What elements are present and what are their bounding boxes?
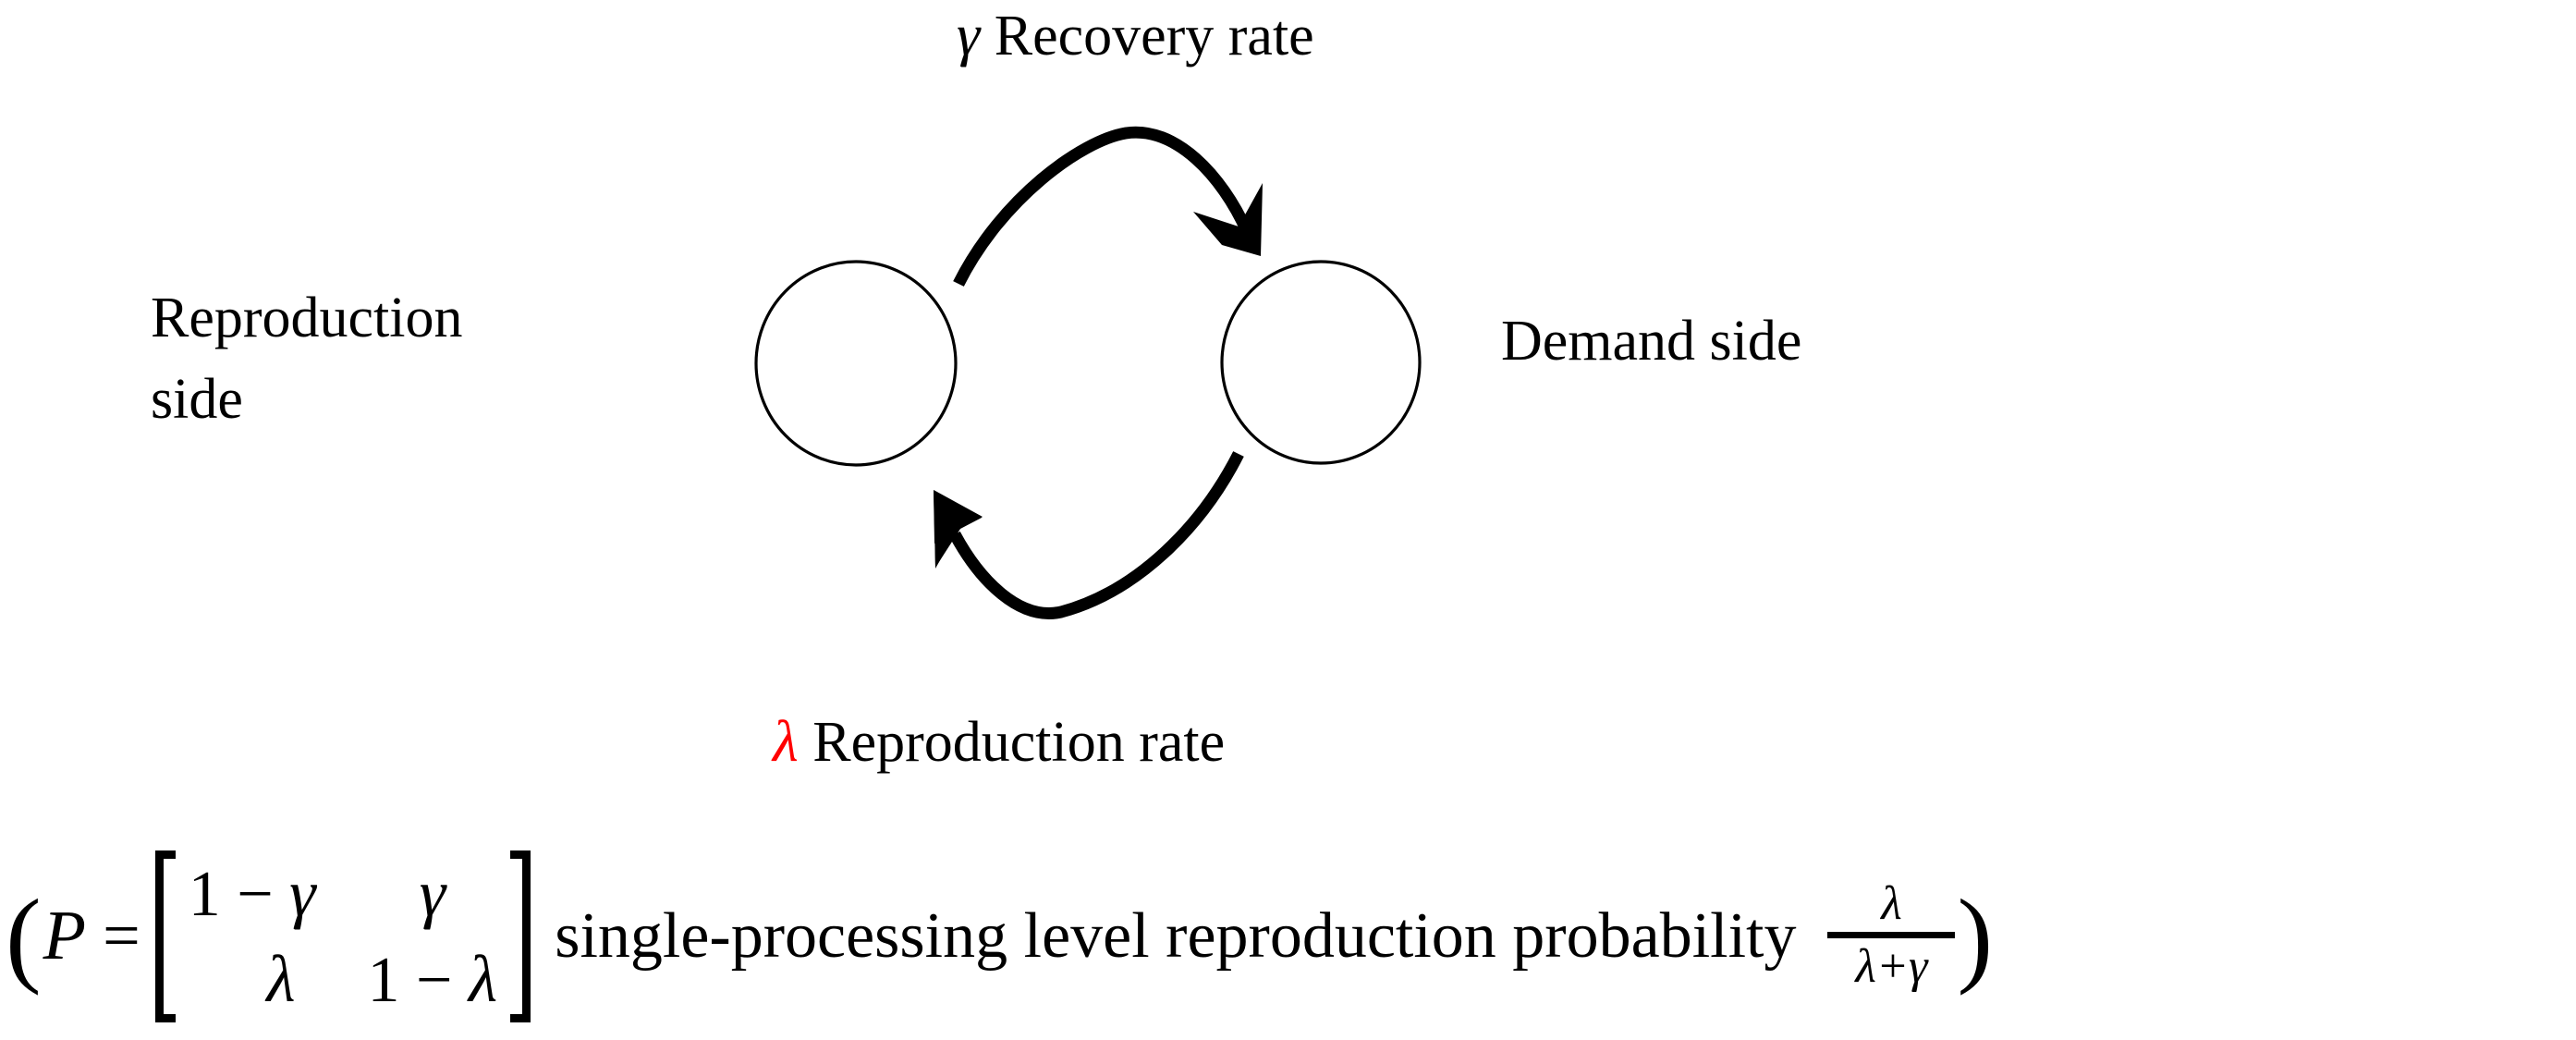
edge-label-recovery: γ Recovery rate (957, 5, 1314, 67)
matrix-r2c2-minus: − (416, 944, 453, 1016)
matrix-r1c2-gamma: γ (419, 855, 446, 930)
matrix-cell-r2c2: 1 − λ (360, 946, 506, 1013)
equation-prose: single-processing level reproduction pro… (555, 899, 1797, 972)
gamma-symbol: γ (957, 2, 981, 67)
node-circle-reproduction[interactable] (754, 260, 958, 467)
matrix-r2c2-one: 1 (367, 944, 400, 1016)
matrix-r1c1-gamma: γ (289, 855, 316, 930)
edge-label-reproduction-rate: λ Reproduction rate (773, 711, 1226, 774)
matrix-r2c1-lambda: λ (266, 941, 296, 1016)
equation-caption: ( P = 1 − γ γ λ 1 − λ single-process (6, 837, 1993, 1035)
recovery-rate-text: Recovery rate (994, 5, 1314, 67)
reproduction-probability-fraction: λ λ+γ (1827, 877, 1956, 993)
node-label-reproduction-side: Reproduction side (151, 277, 548, 440)
equals-sign: = (103, 899, 140, 973)
matrix-right-bracket (510, 850, 531, 1022)
edge-label-recovery-text (980, 5, 995, 67)
matrix-r1c1-one: 1 (188, 858, 221, 930)
node-label-demand-side: Demand side (1501, 310, 1802, 373)
sp3 (400, 945, 417, 1016)
node-label-reproduction-line2: side (151, 368, 243, 432)
matrix-r1c1-minus: − (237, 858, 274, 930)
equation-open-paren: ( (6, 877, 42, 997)
edge-label-spacer (799, 711, 813, 774)
fraction-numerator: λ (1881, 877, 1902, 931)
edge-arrow-reproduction-rate[interactable] (934, 451, 1244, 619)
transition-matrix: 1 − γ γ λ 1 − λ (154, 850, 531, 1022)
reproduction-rate-text: Reproduction rate (812, 711, 1226, 774)
matrix-name-p: P (43, 897, 87, 974)
matrix-cell-r1c2: γ (360, 860, 506, 927)
matrix-cell-r1c1: 1 − γ (181, 860, 324, 927)
node-label-reproduction-line1: Reproduction (151, 287, 463, 349)
sp1 (221, 859, 238, 930)
matrix-r2c2-lambda: λ (469, 941, 498, 1016)
sp2 (274, 859, 290, 930)
lambda-symbol-red: λ (773, 708, 799, 774)
matrix-cells: 1 − γ γ λ 1 − λ (176, 850, 511, 1022)
fraction-denominator: λ+γ (1855, 940, 1928, 993)
node-circle-demand[interactable] (1220, 260, 1422, 465)
matrix-left-bracket (154, 850, 176, 1022)
sp4 (453, 945, 470, 1016)
equation-close-paren: ) (1957, 877, 1994, 997)
fraction-bar (1827, 932, 1956, 938)
edge-arrow-recovery[interactable] (953, 126, 1263, 287)
matrix-cell-r2c1: λ (181, 946, 324, 1013)
